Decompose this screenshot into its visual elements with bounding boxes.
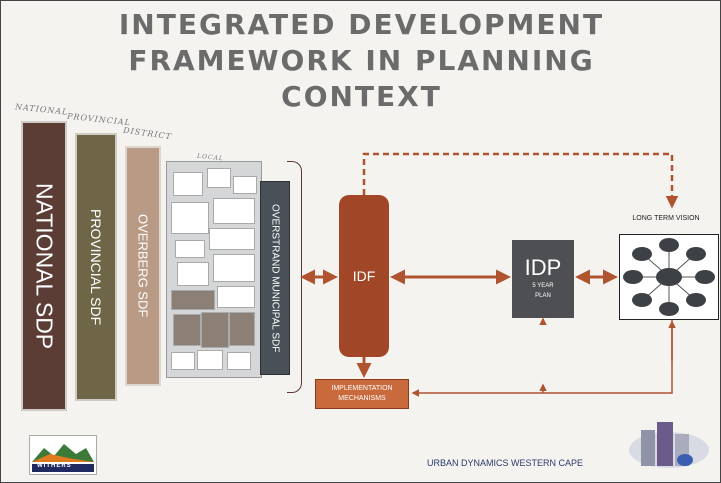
idp-box: IDP 5 YEAR PLAN [512,240,574,318]
idp-label: IDP [524,255,562,280]
logo-thumbnail [227,352,251,370]
title-line-2: FRAMEWORK IN PLANNING [128,44,595,77]
document-thumbnail [217,286,255,308]
long-term-vision-diagram [619,234,719,320]
withers-logo [29,435,97,475]
provincial-sdf-column: PROVINCIAL SDF [75,133,117,401]
implementation-mechanisms-box: IMPLEMENTATION MECHANISMS [315,379,409,409]
footer-text: URBAN DYNAMICS WESTERN CAPE [427,458,584,468]
withers-logo-text: WITHERS [37,463,72,469]
buildings-logo-icon [629,422,709,468]
national-sdp-column: NATIONAL SDP [21,121,67,411]
document-thumbnail [177,262,209,286]
overstrand-sdf-label: OVERSTRAND MUNICIPAL SDF [269,203,281,353]
idp-sub-line-1: 5 YEAR [532,283,554,289]
photo-thumbnail [171,290,215,310]
document-thumbnail [233,176,257,194]
slide-title: INTEGRATED DEVELOPMENT FRAMEWORK IN PLAN… [1,7,720,115]
idf-label: IDF [352,268,376,284]
map-thumbnail [213,198,255,224]
local-documents-collage [166,161,262,378]
photo-thumbnail [201,312,229,348]
vision-implementation-arrow [411,319,673,397]
title-line-1: INTEGRATED DEVELOPMENT [118,8,605,41]
document-thumbnail [175,240,205,258]
map-thumbnail [171,202,209,234]
photo-thumbnail [173,314,201,346]
national-sdp-label: NATIONAL SDP [31,182,58,350]
mountain-logo-icon [30,436,96,474]
document-thumbnail [207,168,231,188]
document-thumbnail [213,254,255,282]
overberg-sdf-label: OVERBERG SDF [135,214,151,318]
overberg-sdf-column: OVERBERG SDF [125,146,161,386]
title-line-3: CONTEXT [281,80,442,113]
logo-thumbnail [171,352,195,370]
hub-diagram-icon [623,238,715,316]
dashed-feedback-arrow [362,152,679,209]
photo-thumbnail [229,312,255,346]
logo-thumbnail [197,350,223,370]
document-thumbnail [173,172,203,196]
implementation-mechanisms-label: IMPLEMENTATION MECHANISMS [331,385,393,402]
long-term-vision-label: LONG TERM VISION [632,215,700,222]
document-thumbnail [209,228,255,250]
overstrand-sdf-column: OVERSTRAND MUNICIPAL SDF [260,181,290,375]
provincial-sdf-label: PROVINCIAL SDF [88,208,104,326]
idp-sub-line-2: PLAN [535,293,551,299]
idf-box: IDF [339,195,389,357]
buildings-logo [627,416,711,474]
